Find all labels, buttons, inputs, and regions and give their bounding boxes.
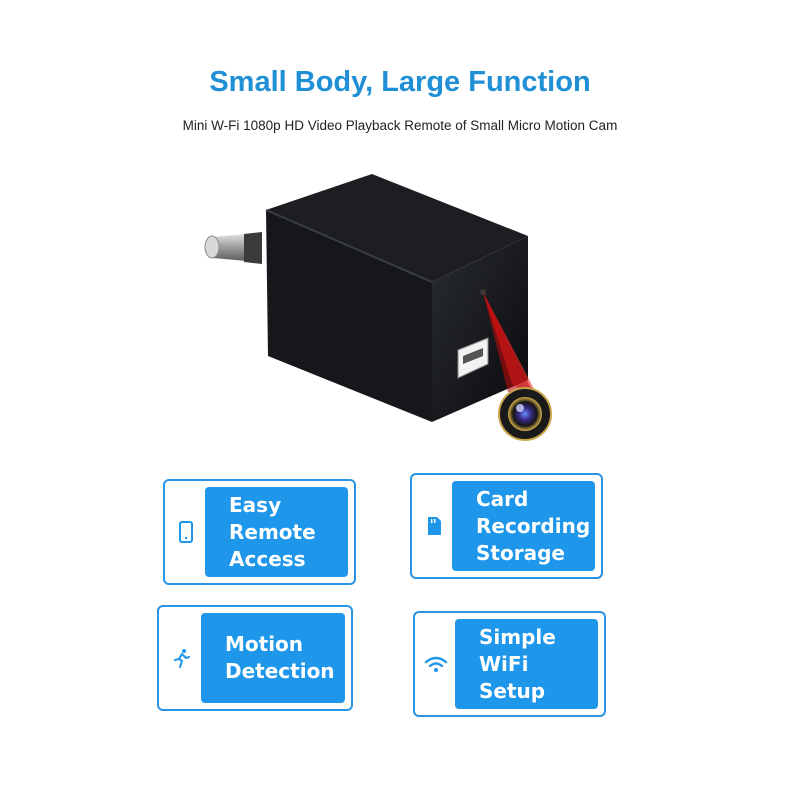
wifi-icon <box>424 655 448 673</box>
subheadline: Mini W-Fi 1080p HD Video Playback Remote… <box>182 118 618 133</box>
sd-card-icon <box>426 516 442 536</box>
headline: Small Body, Large Function <box>209 66 591 98</box>
feature-label: Card Recording Storage <box>476 486 591 565</box>
feature-label: Motion Detection <box>225 632 335 683</box>
feature-card-card-storage: Card Recording Storage <box>410 473 603 579</box>
running-person-icon <box>173 648 191 668</box>
feature-card-remote-access: Easy Remote Access <box>163 479 356 585</box>
plug-pin <box>204 232 262 264</box>
feature-card-wifi-setup: Simple WiFi Setup <box>413 611 606 717</box>
camera-charger-product-image <box>204 174 552 441</box>
feature-card-motion-detection: Motion Detection <box>157 605 353 711</box>
feature-label: Simple WiFi Setup <box>479 624 556 703</box>
smartphone-icon <box>179 521 193 543</box>
feature-label: Easy Remote Access <box>229 492 316 571</box>
